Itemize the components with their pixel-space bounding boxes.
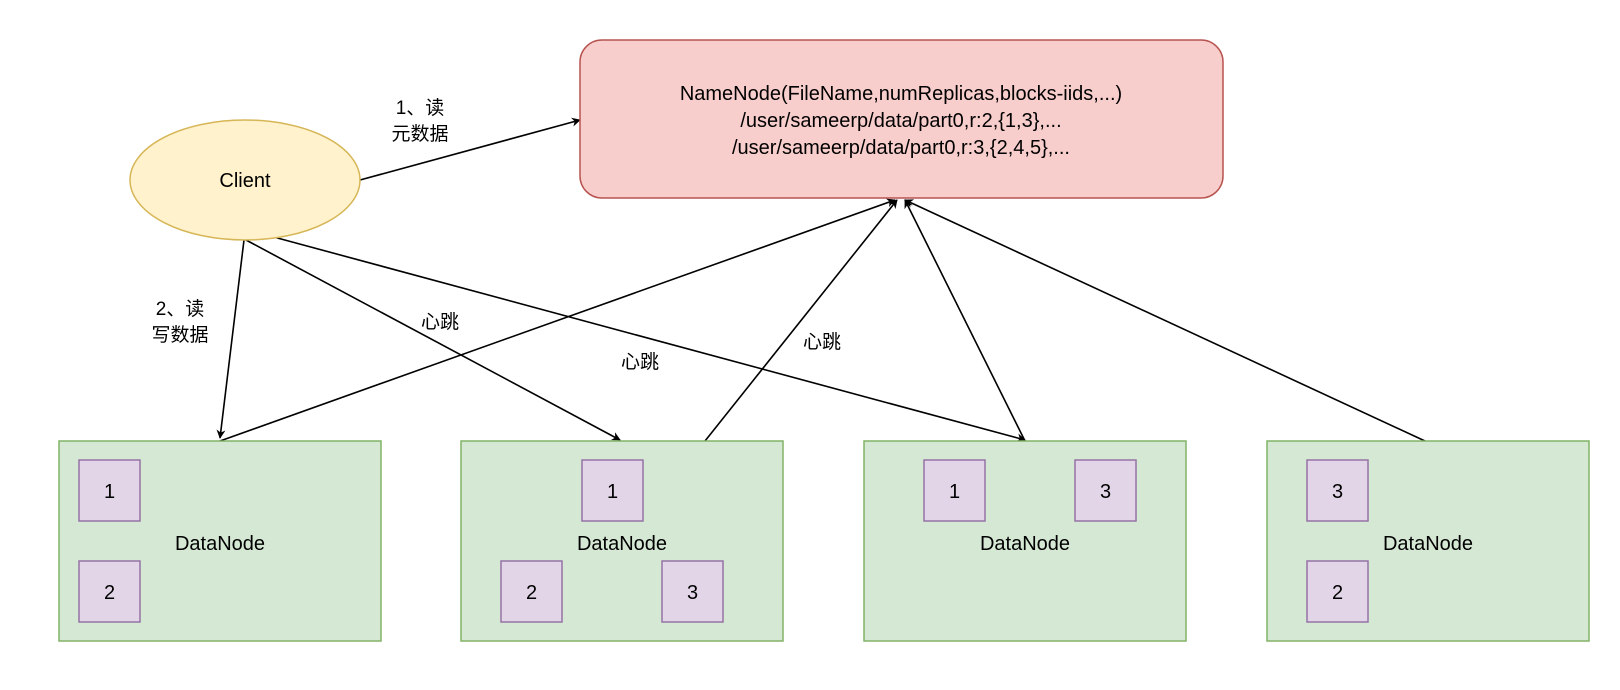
block-label: 2	[104, 582, 115, 604]
block-box	[923, 459, 986, 522]
block-label: 2	[526, 582, 537, 604]
block-box	[500, 560, 563, 623]
edge-datanode-2-to-namenode	[704, 199, 898, 442]
block-label: 3	[1332, 481, 1343, 503]
edge-datanode-3-to-namenode	[904, 199, 1026, 442]
datanode-2: DataNode 1 2 3	[460, 440, 784, 642]
edge-datanode-1-to-namenode	[219, 198, 896, 442]
edge-client-to-namenode	[359, 117, 581, 181]
edge-datanode-4-to-namenode	[904, 199, 1426, 442]
client-node: Client	[129, 119, 361, 241]
block-box	[581, 459, 644, 522]
block-label: 1	[949, 481, 960, 503]
block-label: 1	[607, 481, 618, 503]
label-read-metadata-line-1: 1、读	[396, 97, 445, 119]
edge-client-to-datanode-2	[245, 239, 621, 441]
namenode-line-2: /user/sameerp/data/part0,r:2,{1,3},...	[740, 110, 1061, 132]
block-label: 2	[1332, 582, 1343, 604]
label-heartbeat: 心跳	[803, 331, 841, 353]
block-box	[1306, 459, 1369, 522]
block-box	[661, 560, 724, 623]
block-box	[1306, 560, 1369, 623]
edge-client-to-datanode-1	[216, 239, 245, 439]
edges	[216, 117, 1426, 443]
datanode-label: DataNode	[577, 533, 667, 555]
label-read-metadata-line-2: 元数据	[391, 123, 448, 145]
block-label: 3	[1100, 481, 1111, 503]
label-heartbeat: 心跳	[421, 311, 459, 333]
block-box	[78, 459, 141, 522]
namenode-line-3: /user/sameerp/data/part0,r:3,{2,4,5},...	[732, 137, 1070, 159]
block-label: 1	[104, 481, 115, 503]
namenode: NameNode(FileName,numReplicas,blocks-iid…	[579, 39, 1224, 199]
client-ellipse	[129, 119, 361, 241]
edge-client-to-datanode-3	[269, 235, 1026, 443]
datanode-4: DataNode 3 2	[1266, 440, 1590, 642]
datanode-1: DataNode 1 2	[58, 440, 382, 642]
block-box	[1074, 459, 1137, 522]
block-box	[78, 560, 141, 623]
datanode-label: DataNode	[175, 533, 265, 555]
namenode-line-1: NameNode(FileName,numReplicas,blocks-iid…	[680, 83, 1122, 105]
datanode-label: DataNode	[980, 533, 1070, 555]
label-heartbeat: 心跳	[621, 351, 659, 373]
label-read-write-data-line-1: 2、读	[156, 298, 205, 320]
edge-labels: 1、读 元数据 2、读 写数据 心跳 心跳 心跳	[151, 97, 841, 373]
datanode-3: DataNode 1 3	[863, 440, 1187, 642]
namenode-box	[579, 39, 1224, 199]
client-label: Client	[219, 170, 271, 192]
datanode-label: DataNode	[1383, 533, 1473, 555]
block-label: 3	[687, 582, 698, 604]
label-read-write-data-line-2: 写数据	[151, 324, 208, 346]
